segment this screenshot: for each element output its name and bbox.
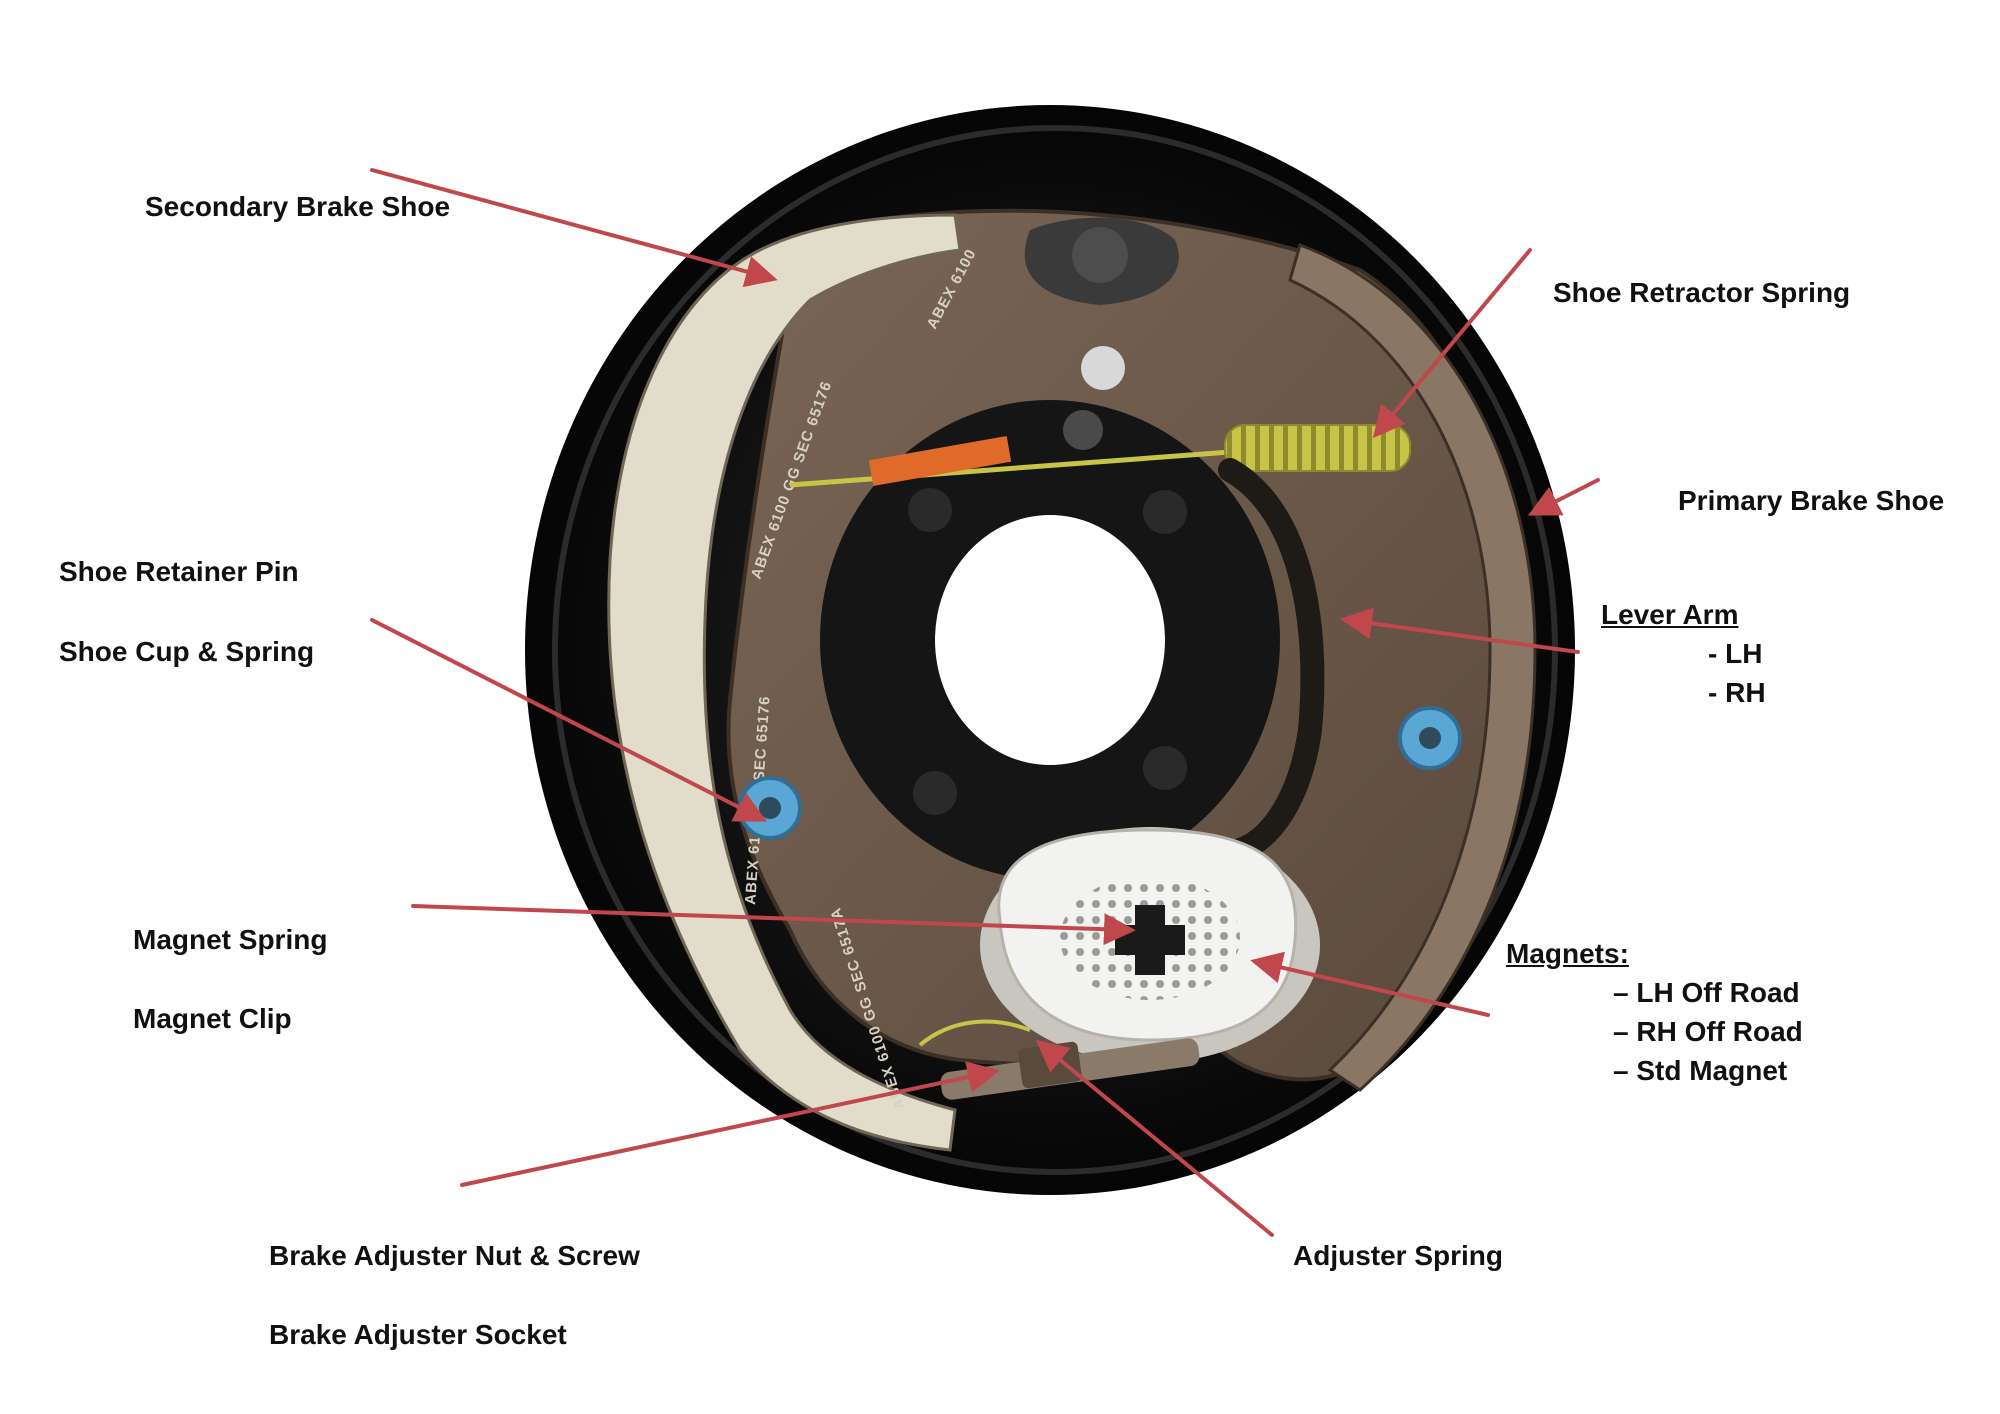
arrow-lever-arm bbox=[1340, 607, 1580, 654]
arrow-magnets bbox=[1250, 951, 1490, 1017]
shoe-retainer-cup-left bbox=[738, 776, 802, 840]
label-magnet-rh-off-road: – RH Off Road bbox=[1613, 1016, 1803, 1047]
label-magnet-spring: Magnet Spring bbox=[133, 924, 328, 955]
shoe-retainer-cup-right bbox=[1398, 706, 1462, 770]
brake-magnet bbox=[980, 827, 1320, 1063]
label-magnet-clip: Magnet Clip bbox=[133, 1003, 292, 1034]
shoe-retractor-spring bbox=[789, 424, 1411, 488]
label-lever-lh: - LH bbox=[1708, 638, 1763, 669]
primary-shoe-lining bbox=[1288, 243, 1537, 1092]
label-lever-arm: Lever Arm bbox=[1601, 599, 1739, 630]
arrow-adjuster-spring bbox=[1035, 1039, 1274, 1237]
arrow-shoe-retractor-spring bbox=[1372, 248, 1532, 439]
label-primary-brake-shoe: Primary Brake Shoe bbox=[1678, 485, 1945, 516]
hub-opening bbox=[820, 400, 1280, 880]
anchor-post bbox=[1024, 217, 1179, 450]
label-brake-adjuster-nut-screw: Brake Adjuster Nut & Screw bbox=[269, 1240, 640, 1271]
lever-arm-wire bbox=[1218, 458, 1325, 862]
warning-label bbox=[868, 436, 1012, 486]
label-shoe-cup-spring: Shoe Cup & Spring bbox=[59, 636, 315, 667]
arrow-secondary-brake-shoe bbox=[370, 168, 778, 288]
label-shoe-retractor-spring: Shoe Retractor Spring bbox=[1553, 277, 1851, 308]
arrow-brake-adjuster bbox=[460, 1061, 1000, 1187]
label-lever-rh: - RH bbox=[1708, 677, 1766, 708]
label-brake-adjuster-socket: Brake Adjuster Socket bbox=[269, 1319, 567, 1350]
arrow-magnet-spring bbox=[411, 904, 1136, 946]
arrow-shoe-retainer bbox=[370, 618, 768, 822]
label-magnet-lh-off-road: – LH Off Road bbox=[1613, 977, 1800, 1008]
label-adjuster-spring: Adjuster Spring bbox=[1293, 1240, 1504, 1271]
label-shoe-retainer-pin: Shoe Retainer Pin bbox=[59, 556, 299, 587]
arrow-primary-brake-shoe bbox=[1527, 478, 1600, 516]
leader-arrows bbox=[370, 168, 1600, 1237]
label-secondary-brake-shoe: Secondary Brake Shoe bbox=[145, 191, 451, 222]
label-magnet-std: – Std Magnet bbox=[1613, 1055, 1788, 1086]
label-magnets: Magnets: bbox=[1506, 938, 1629, 969]
